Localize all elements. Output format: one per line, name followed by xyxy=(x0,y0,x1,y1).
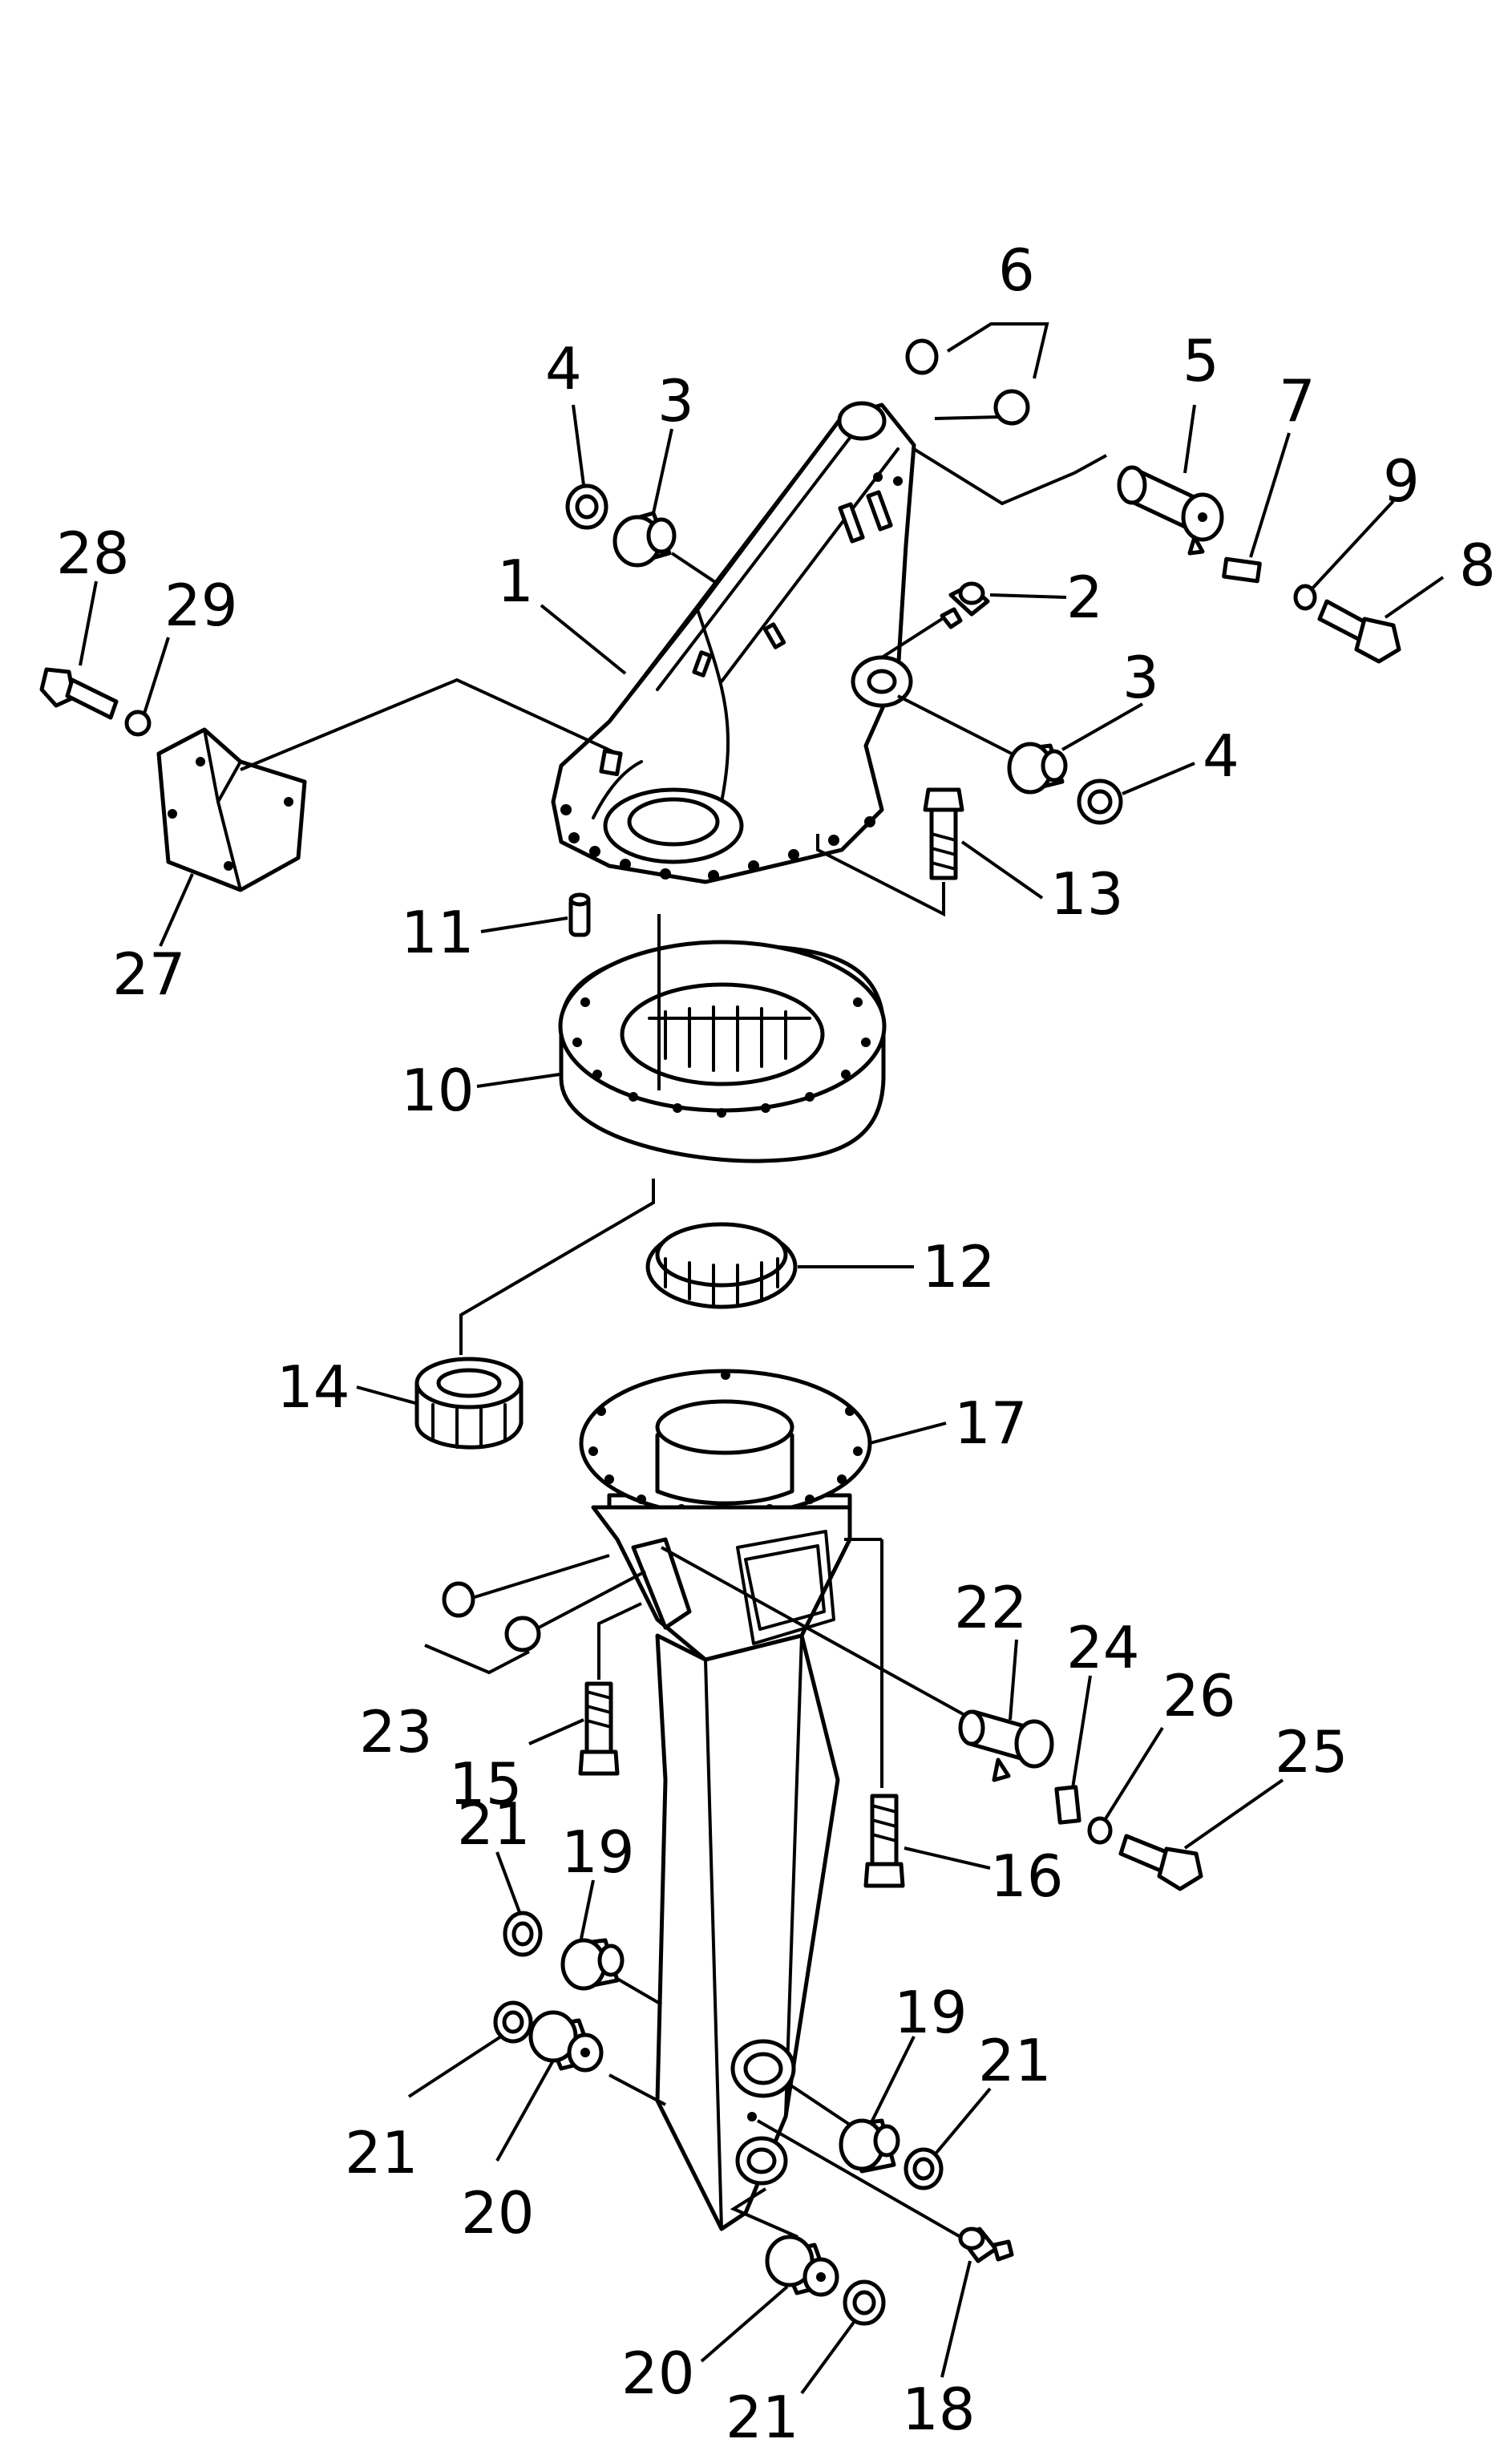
part-10-swing-bearing xyxy=(558,914,887,1163)
callout-21-a: 21 xyxy=(457,1790,531,1858)
callout-labels: 6 5 7 9 8 4 3 2 3 4 1 28 29 27 13 11 10 … xyxy=(56,237,1496,2447)
part-19-bushing-b xyxy=(788,2083,900,2174)
part-1-bolt-holes xyxy=(560,804,875,881)
callout-6: 6 xyxy=(998,237,1035,304)
part-22-pin xyxy=(661,1546,1054,1782)
callout-25: 25 xyxy=(1275,1718,1348,1786)
part-25-bolt xyxy=(1118,1834,1203,1891)
callout-17: 17 xyxy=(954,1389,1028,1457)
callout-2: 2 xyxy=(1066,564,1103,631)
callout-28: 28 xyxy=(56,520,130,587)
leader-lines xyxy=(79,404,1445,2395)
callout-27: 27 xyxy=(112,940,186,1008)
part-24-lock-plate xyxy=(1054,1785,1081,1825)
callout-21-b: 21 xyxy=(345,2119,418,2186)
callout-20-a: 20 xyxy=(461,2179,535,2247)
part-12-bearing-race xyxy=(645,1222,798,1309)
callout-16: 16 xyxy=(990,1842,1064,1910)
part-8-bolt xyxy=(1317,599,1401,664)
callout-23: 23 xyxy=(359,1698,433,1765)
callout-24: 24 xyxy=(1066,1614,1140,1681)
part-19-bushing-a xyxy=(560,1938,663,2006)
part-21-ring-d xyxy=(843,2279,886,2326)
callout-5: 5 xyxy=(1183,327,1219,394)
part-11-dowel xyxy=(568,892,591,937)
part-14-bearing xyxy=(414,1179,655,1450)
part-3-bushing-lower xyxy=(897,694,1068,795)
part-3-bushing-upper xyxy=(612,511,719,585)
callout-29: 29 xyxy=(164,572,238,639)
part-15-bolt xyxy=(578,1602,642,1776)
callout-21-c: 21 xyxy=(978,2027,1052,2094)
part-6-shims xyxy=(905,322,1049,426)
part-16-bolt xyxy=(863,1794,905,1888)
part-20-pin-a xyxy=(528,2010,666,2106)
callout-3-upper: 3 xyxy=(657,367,694,435)
part-4-ring-lower xyxy=(1077,779,1123,825)
part-27-bracket xyxy=(156,677,618,892)
callout-13: 13 xyxy=(1050,860,1124,928)
callout-21-d: 21 xyxy=(726,2384,799,2447)
part-7-lock-plate xyxy=(1222,556,1262,584)
part-21-ring-c xyxy=(904,2147,944,2190)
part-21-ring-b xyxy=(493,2000,533,2044)
callout-12: 12 xyxy=(922,1233,996,1300)
callout-22: 22 xyxy=(954,1574,1028,1641)
callout-1: 1 xyxy=(497,548,534,615)
part-13-bolt xyxy=(816,787,964,917)
callout-19-a: 19 xyxy=(561,1818,635,1886)
callout-4-upper: 4 xyxy=(545,335,582,402)
part-9-washer xyxy=(1293,584,1317,611)
part-21-ring-a xyxy=(503,1911,543,1957)
callout-8: 8 xyxy=(1459,532,1496,599)
part-29-washer xyxy=(124,710,152,737)
callout-11: 11 xyxy=(401,899,475,966)
callout-4-lower: 4 xyxy=(1203,722,1239,790)
part-20-pin-b xyxy=(730,2187,839,2297)
callout-26: 26 xyxy=(1162,1662,1236,1729)
part-23-shims xyxy=(424,1554,646,1675)
part-17-column xyxy=(579,1369,883,2231)
part-5-pin xyxy=(912,447,1224,556)
part-10-bolt-holes xyxy=(572,997,871,1118)
part-18-grease-fitting xyxy=(757,2119,1014,2263)
part-28-bolt xyxy=(39,667,119,720)
part-2-grease-fitting xyxy=(880,581,990,659)
callout-14: 14 xyxy=(277,1353,350,1421)
callout-9: 9 xyxy=(1383,447,1420,515)
callout-7: 7 xyxy=(1279,367,1316,435)
part-1-upper-bracket xyxy=(551,401,916,884)
part-26-washer xyxy=(1087,1816,1113,1845)
callout-18: 18 xyxy=(902,2376,976,2443)
callout-20-b: 20 xyxy=(621,2340,695,2407)
callout-3-lower: 3 xyxy=(1122,644,1159,711)
callout-15: 15 xyxy=(449,1750,523,1818)
callout-10: 10 xyxy=(401,1057,475,1124)
callout-19-b: 19 xyxy=(894,1979,968,2046)
part-4-ring-upper xyxy=(565,483,608,530)
